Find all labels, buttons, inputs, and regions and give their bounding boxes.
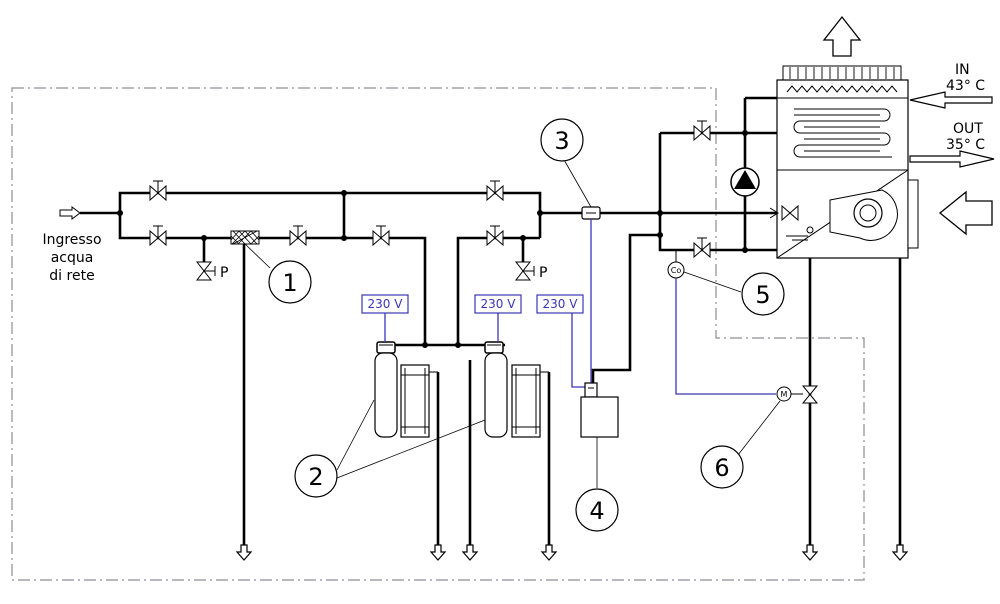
svg-text:5: 5 xyxy=(755,281,770,309)
gate-valve-top-left[interactable] xyxy=(149,180,167,202)
callout-2: 2 xyxy=(294,454,338,498)
callout-1: 1 xyxy=(268,260,312,304)
power-supply-softener-1: 230 V xyxy=(361,294,409,342)
out-label: OUT xyxy=(953,121,983,137)
gate-valve-softener-in[interactable] xyxy=(372,225,390,247)
svg-text:4: 4 xyxy=(589,497,604,525)
gate-valve-top-right[interactable] xyxy=(486,180,504,202)
main-piping xyxy=(118,191,820,545)
callout-6: 6 xyxy=(700,445,744,489)
float-valve[interactable] xyxy=(769,204,799,222)
gate-valve-unit-top[interactable] xyxy=(693,120,711,142)
circulation-pump xyxy=(730,167,760,197)
system-boundary xyxy=(11,87,865,581)
svg-text:6: 6 xyxy=(714,454,729,482)
drain-arrows xyxy=(235,544,909,561)
callout-5: 5 xyxy=(741,272,785,316)
callout-4: 4 xyxy=(575,488,619,532)
sample-valve-1-tag: P xyxy=(220,265,228,281)
gate-valve-softener-out[interactable] xyxy=(486,225,504,247)
sensor-tag: Co xyxy=(671,266,682,275)
inlet-label-line3: di rete xyxy=(49,268,94,284)
inlet-label-line2: acqua xyxy=(51,250,94,266)
sample-valve-1[interactable]: P xyxy=(195,261,228,281)
dosing-pump xyxy=(580,233,660,438)
inlet-arrow xyxy=(59,206,120,220)
voltage-label-1: 230 V xyxy=(368,297,404,311)
sample-valve-2[interactable]: P xyxy=(514,261,547,281)
pipe-junctions xyxy=(117,130,748,348)
conductivity-sensor: Co xyxy=(667,250,776,395)
inlet-label-line1: Ingresso xyxy=(42,232,101,248)
in-temp: 43° C xyxy=(946,78,985,94)
flow-meter xyxy=(581,206,601,220)
softener-2 xyxy=(484,341,549,438)
motor-tag: M xyxy=(781,390,788,399)
callout-leaders xyxy=(244,157,781,488)
power-supply-doser: 230 V xyxy=(536,294,585,388)
in-label: IN xyxy=(955,62,970,78)
sample-valve-2-tag: P xyxy=(539,265,547,281)
gate-valve-unit-bottom[interactable] xyxy=(693,237,711,259)
filter xyxy=(230,230,260,245)
gate-valve-after-filter[interactable] xyxy=(289,225,307,247)
in-arrow xyxy=(909,91,993,109)
svg-text:2: 2 xyxy=(308,463,323,491)
exhaust-arrow xyxy=(822,15,862,57)
out-arrow xyxy=(909,150,995,168)
out-temp: 35° C xyxy=(946,137,985,153)
callout-3: 3 xyxy=(540,118,584,162)
voltage-label-3: 230 V xyxy=(543,297,579,311)
gate-valve-inlet[interactable] xyxy=(149,225,167,247)
air-inlet-arrow xyxy=(938,190,993,236)
svg-text:3: 3 xyxy=(554,127,569,155)
voltage-label-2: 230 V xyxy=(481,297,517,311)
power-supply-softener-2: 230 V xyxy=(474,294,522,342)
motorized-bleed-valve[interactable]: M xyxy=(776,385,819,404)
cooling-unit xyxy=(776,15,919,259)
softener-1 xyxy=(374,341,438,438)
svg-text:1: 1 xyxy=(282,269,297,297)
